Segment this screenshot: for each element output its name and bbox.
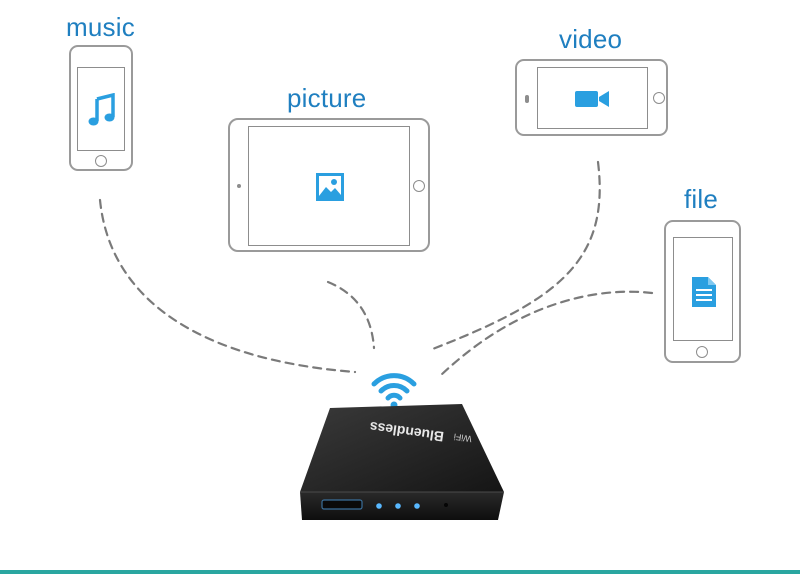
file-phone[interactable] [664, 220, 741, 363]
usb-port [321, 499, 363, 510]
document-icon [692, 277, 716, 307]
home-button [95, 155, 107, 167]
video-label: video [559, 24, 623, 54]
home-button [653, 92, 665, 104]
status-led [414, 503, 420, 509]
music-connection [98, 198, 357, 374]
brand-sub: WiFi [453, 432, 472, 444]
picture-icon [316, 173, 344, 201]
footer-accent-line [0, 570, 800, 574]
music-label: music [66, 12, 135, 42]
status-led [376, 503, 382, 509]
picture-label: picture [287, 83, 367, 113]
phone-camera [525, 95, 529, 103]
music-note-icon [88, 93, 115, 126]
tablet-camera [237, 184, 241, 188]
picture-tablet[interactable] [228, 118, 430, 252]
file-connection [438, 290, 654, 378]
phone-screen [77, 67, 125, 151]
video-phone[interactable] [515, 59, 668, 136]
home-button [413, 180, 425, 192]
status-led [395, 503, 401, 509]
video-connection [428, 160, 601, 352]
file-label: file [684, 184, 719, 214]
reset-hole [444, 503, 448, 507]
music-phone[interactable] [69, 45, 133, 171]
video-camera-icon [575, 91, 609, 107]
picture-connection [326, 280, 376, 350]
home-button [696, 346, 708, 358]
wifi-icon [371, 373, 417, 409]
